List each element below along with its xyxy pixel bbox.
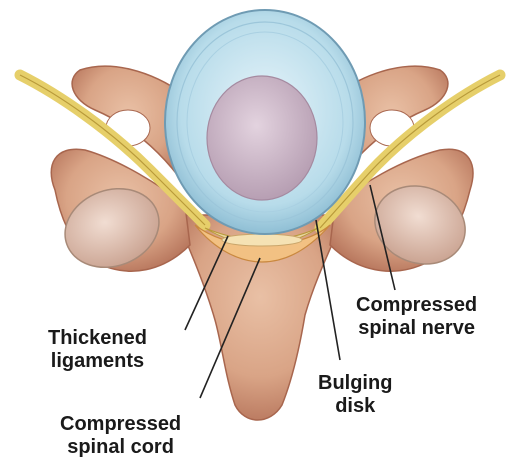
label-bulging-disk-line2: disk xyxy=(318,395,392,418)
disk-nucleus xyxy=(207,76,317,200)
label-thickened-ligaments: Thickened ligaments xyxy=(48,327,147,373)
label-thickened-ligaments-line1: Thickened xyxy=(48,327,147,350)
label-compressed-spinal-cord-line2: spinal cord xyxy=(60,436,181,459)
label-compressed-spinal-nerve-line1: Compressed xyxy=(356,294,477,317)
label-compressed-spinal-nerve: Compressed spinal nerve xyxy=(356,294,477,340)
label-thickened-ligaments-line2: ligaments xyxy=(48,350,147,373)
label-bulging-disk: Bulging disk xyxy=(318,372,392,418)
label-compressed-spinal-cord-line1: Compressed xyxy=(60,413,181,436)
label-compressed-spinal-cord: Compressed spinal cord xyxy=(60,413,181,459)
label-bulging-disk-line1: Bulging xyxy=(318,372,392,395)
label-compressed-spinal-nerve-line2: spinal nerve xyxy=(356,317,477,340)
